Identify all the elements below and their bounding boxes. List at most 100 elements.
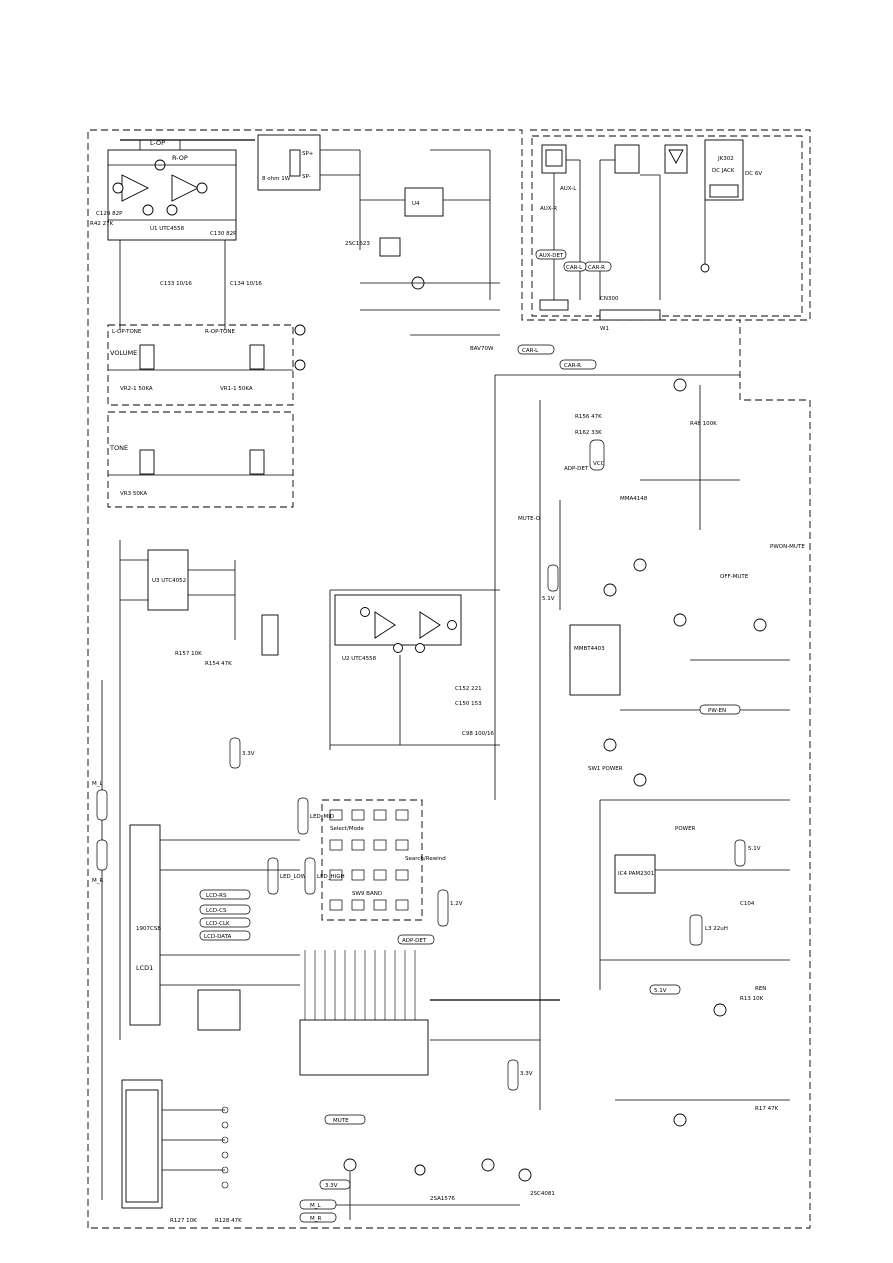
adp-det-label-1: ADP-DET	[564, 466, 589, 472]
bottom-section: M_L M_R 3.3V 2SA1576 2SC4081	[121, 1079, 555, 1223]
u3-label: U3 UTC4052	[152, 578, 186, 584]
r162-label: R156 47K	[575, 414, 602, 420]
ren-label: REN	[755, 986, 766, 992]
r44-label: R162 33K	[575, 430, 602, 436]
vcc-label: VCC	[593, 461, 605, 467]
speaker-section: 8 ohm 1W SP+ SP-	[257, 134, 360, 191]
car-r-pill-label: CAR-R	[564, 363, 581, 369]
c103-label: C104	[740, 901, 755, 907]
car-l-label: CAR-L	[566, 265, 583, 271]
v33-label-2: 3.3V	[325, 1183, 338, 1189]
w1-label: W1	[600, 326, 609, 332]
l3-label: L3 22uH	[705, 926, 728, 932]
u4-label: U4	[412, 201, 420, 207]
sp-minus-label: SP-	[302, 174, 311, 180]
l-op-label: L-OP	[150, 139, 165, 147]
mute-label: MUTE	[333, 1118, 349, 1124]
sw9-label: SW9 BAND	[352, 891, 382, 897]
off-mute-label: OFF-MUTE	[720, 574, 749, 580]
u1-label: U1 UTC4558	[150, 226, 185, 232]
r13-label: R13 10K	[740, 996, 764, 1002]
jk302-label: JK302	[717, 156, 734, 162]
tone-label: TONE	[109, 444, 128, 452]
vr3-label: VR3 50KA	[120, 491, 147, 497]
r128-label: R128 47K	[215, 1218, 242, 1224]
switch-section: Select/Mode Search/Rewind SW9 BAND	[321, 799, 446, 921]
m-r-bus-label: M_R	[92, 878, 103, 884]
amp-ic-section: U4	[359, 149, 500, 336]
volume-label: VOLUME	[110, 349, 137, 357]
r-op-label: R-OP	[172, 154, 188, 162]
volume-tone-section: VOLUME TONE L-OP-TONE R-OP-TONE VR2-1 50…	[107, 324, 306, 508]
q-2sa1576-label: 2SA1576	[430, 1196, 455, 1202]
v51-label-2: 5.1V	[748, 846, 761, 852]
led-mid-label: LED_MID	[310, 814, 334, 820]
speaker-rating-label: 8 ohm 1W	[262, 176, 291, 182]
u2-opamp-section: U2 UTC4558	[329, 589, 500, 750]
lcd-data-label: LCD-DATA	[204, 934, 232, 940]
sw1-label: SW1 POWER	[588, 766, 623, 772]
aux-l-label: AUX-L	[560, 186, 577, 192]
aux-r-label: AUX-R	[540, 206, 557, 212]
c150-label: C150 153	[455, 701, 482, 707]
pw-en-label: PW-EN	[708, 708, 726, 714]
r48-label: R48 100K	[690, 421, 717, 427]
dc-jack-label: DC JACK	[712, 168, 735, 174]
q-2sc4081-label: 2SC4081	[530, 1191, 555, 1197]
transistor-block: MMBT4403 VCC OFF-MUTE PWON-MUTE PW-EN AD…	[494, 344, 805, 800]
c130-label: C130 82P	[210, 231, 237, 237]
lcd-cs-label: LCD-CS	[206, 908, 227, 914]
v51-label-3: 5.1V	[654, 988, 667, 994]
v33-label-3: 3.3V	[242, 751, 255, 757]
led-low-label: LED_LOW	[280, 874, 307, 880]
mmbt-label: MMBT4403	[574, 646, 605, 652]
vr2-label: VR2-1 50KA	[120, 386, 153, 392]
outer-frames	[87, 129, 811, 1229]
mux-section: U3 UTC4052	[119, 540, 279, 680]
mcu-section: ADP-DET 1.2V 3.3V MUTE	[299, 800, 560, 1125]
q-2sc1623-label: 2SC1623	[345, 241, 370, 247]
mute-o-label: MUTE-O	[518, 516, 541, 522]
r17-label: R17 47K	[755, 1106, 779, 1112]
ic4-label: IC4 PAM2301	[618, 871, 654, 877]
d-mma4148-label: MMA4148	[620, 496, 648, 502]
connector-section: AUX-R AUX-L AUX-DET CAR-R CAR-L JK302 DC…	[535, 139, 762, 332]
component-values: 2SC1623 BAV70W MMA4148 R156 47K R162 33K…	[90, 221, 779, 1224]
v12-label: 1.2V	[450, 901, 463, 907]
r-op-tone-label: R-OP-TONE	[205, 329, 236, 335]
power-section: IC4 PAM2301 POWER L3 22uH 5.1V 5.1V REN	[599, 799, 790, 1127]
l-op-tone-label: L-OP-TONE	[112, 329, 142, 335]
v33-label-1: 3.3V	[520, 1071, 533, 1077]
c133-label: C133 10/16	[160, 281, 192, 287]
adp-det-label-2: ADP-DET	[402, 938, 427, 944]
aux-det-label: AUX-DET	[539, 253, 564, 259]
cn300-label: CN300	[600, 296, 619, 302]
r127-label: R127 10K	[170, 1218, 197, 1224]
m-r-label: M_R	[310, 1216, 321, 1222]
led-high-label: LED_HIGH	[317, 874, 345, 880]
lcd-part-label: 1907CSB	[136, 926, 161, 932]
pwon-mute-label: PWON-MUTE	[770, 544, 805, 550]
c152-label: C152 221	[455, 686, 482, 692]
car-r-label: CAR-R	[588, 265, 605, 271]
search-rewind-label: Search/Rewind	[405, 856, 446, 862]
left-bus: M_L M_R 3.3V	[92, 680, 255, 1200]
u2-label: U2 UTC4558	[342, 656, 377, 662]
c129-label: C129 82P	[96, 211, 123, 217]
opamp-section: L-OP R-OP U1 UTC4558 C129 82P C130 82P	[96, 139, 255, 330]
v51-label-1: 5.1V	[542, 596, 555, 602]
car-l-pill-label: CAR-L	[522, 348, 539, 354]
lcd-clk-label: LCD-CLK	[206, 921, 230, 927]
sp-plus-label: SP+	[302, 151, 314, 157]
vr1-label: VR1-1 50KA	[220, 386, 253, 392]
select-mode-label: Select/Mode	[330, 826, 364, 832]
lcd-rs-label: LCD-RS	[206, 893, 227, 899]
lcd-section: LCD1 1907CSB LCD-CS LCD-RS LCD-CLK LCD-D…	[129, 797, 345, 1031]
dc-volt-label: DC 6V	[745, 171, 762, 177]
d-bav70-label: BAV70W	[470, 346, 494, 352]
r156-label: R154 47K	[205, 661, 232, 667]
m-l-bus-label: M_L	[92, 781, 103, 787]
r42-label: R42 27K	[90, 221, 114, 227]
